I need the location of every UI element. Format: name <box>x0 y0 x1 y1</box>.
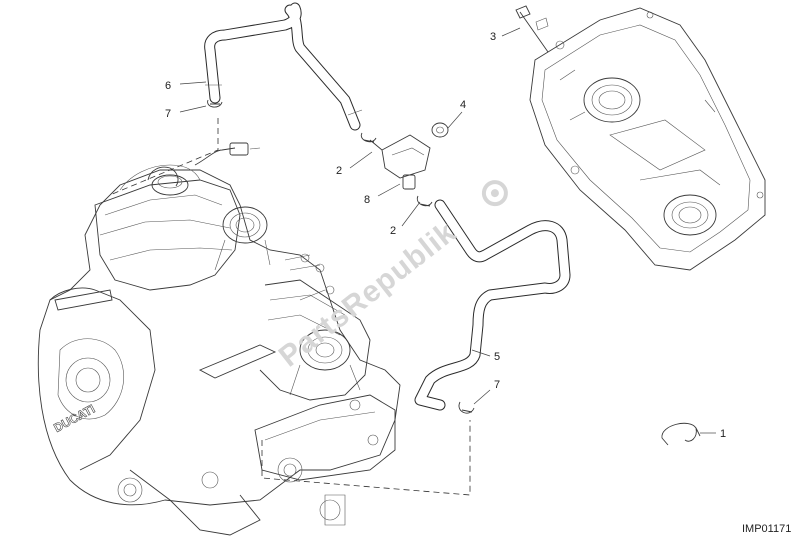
hose-5 <box>414 199 571 411</box>
gear-icon <box>481 180 508 207</box>
callout-4: 4 <box>460 99 466 111</box>
air-valve-8 <box>369 134 431 190</box>
callout-2-upper: 2 <box>336 165 342 177</box>
callout-7-lower: 7 <box>494 379 500 391</box>
callout-7-upper: 7 <box>165 108 171 120</box>
dashed-reference-lines <box>109 118 471 496</box>
callout-labels: 1 2 2 3 4 5 6 7 7 8 <box>165 31 726 440</box>
clamp-7-upper <box>207 99 223 108</box>
diagram-code: IMP01171 <box>742 523 791 535</box>
clamp-7-lower <box>458 401 475 414</box>
airbox-assembly <box>529 7 766 271</box>
engine-assembly: DUCATI <box>37 142 401 536</box>
callout-6: 6 <box>165 80 171 92</box>
callout-2-lower: 2 <box>390 225 396 237</box>
intake-throat-lower <box>289 329 361 396</box>
callout-3: 3 <box>490 31 496 43</box>
seal-4 <box>431 122 449 138</box>
watermark-text: PartsRepublik <box>273 215 463 373</box>
clamp-2-upper <box>360 132 377 143</box>
callout-5: 5 <box>494 351 500 363</box>
callout-1: 1 <box>720 428 726 440</box>
callout-8: 8 <box>364 194 370 206</box>
engine-logo-text: DUCATI <box>51 402 97 435</box>
clamp-2-lower <box>416 195 433 207</box>
intake-throat-upper <box>214 206 271 271</box>
hose-6 <box>204 2 363 131</box>
leader-lines <box>179 27 716 434</box>
clip-1 <box>661 422 701 446</box>
screw-3 <box>515 5 549 53</box>
